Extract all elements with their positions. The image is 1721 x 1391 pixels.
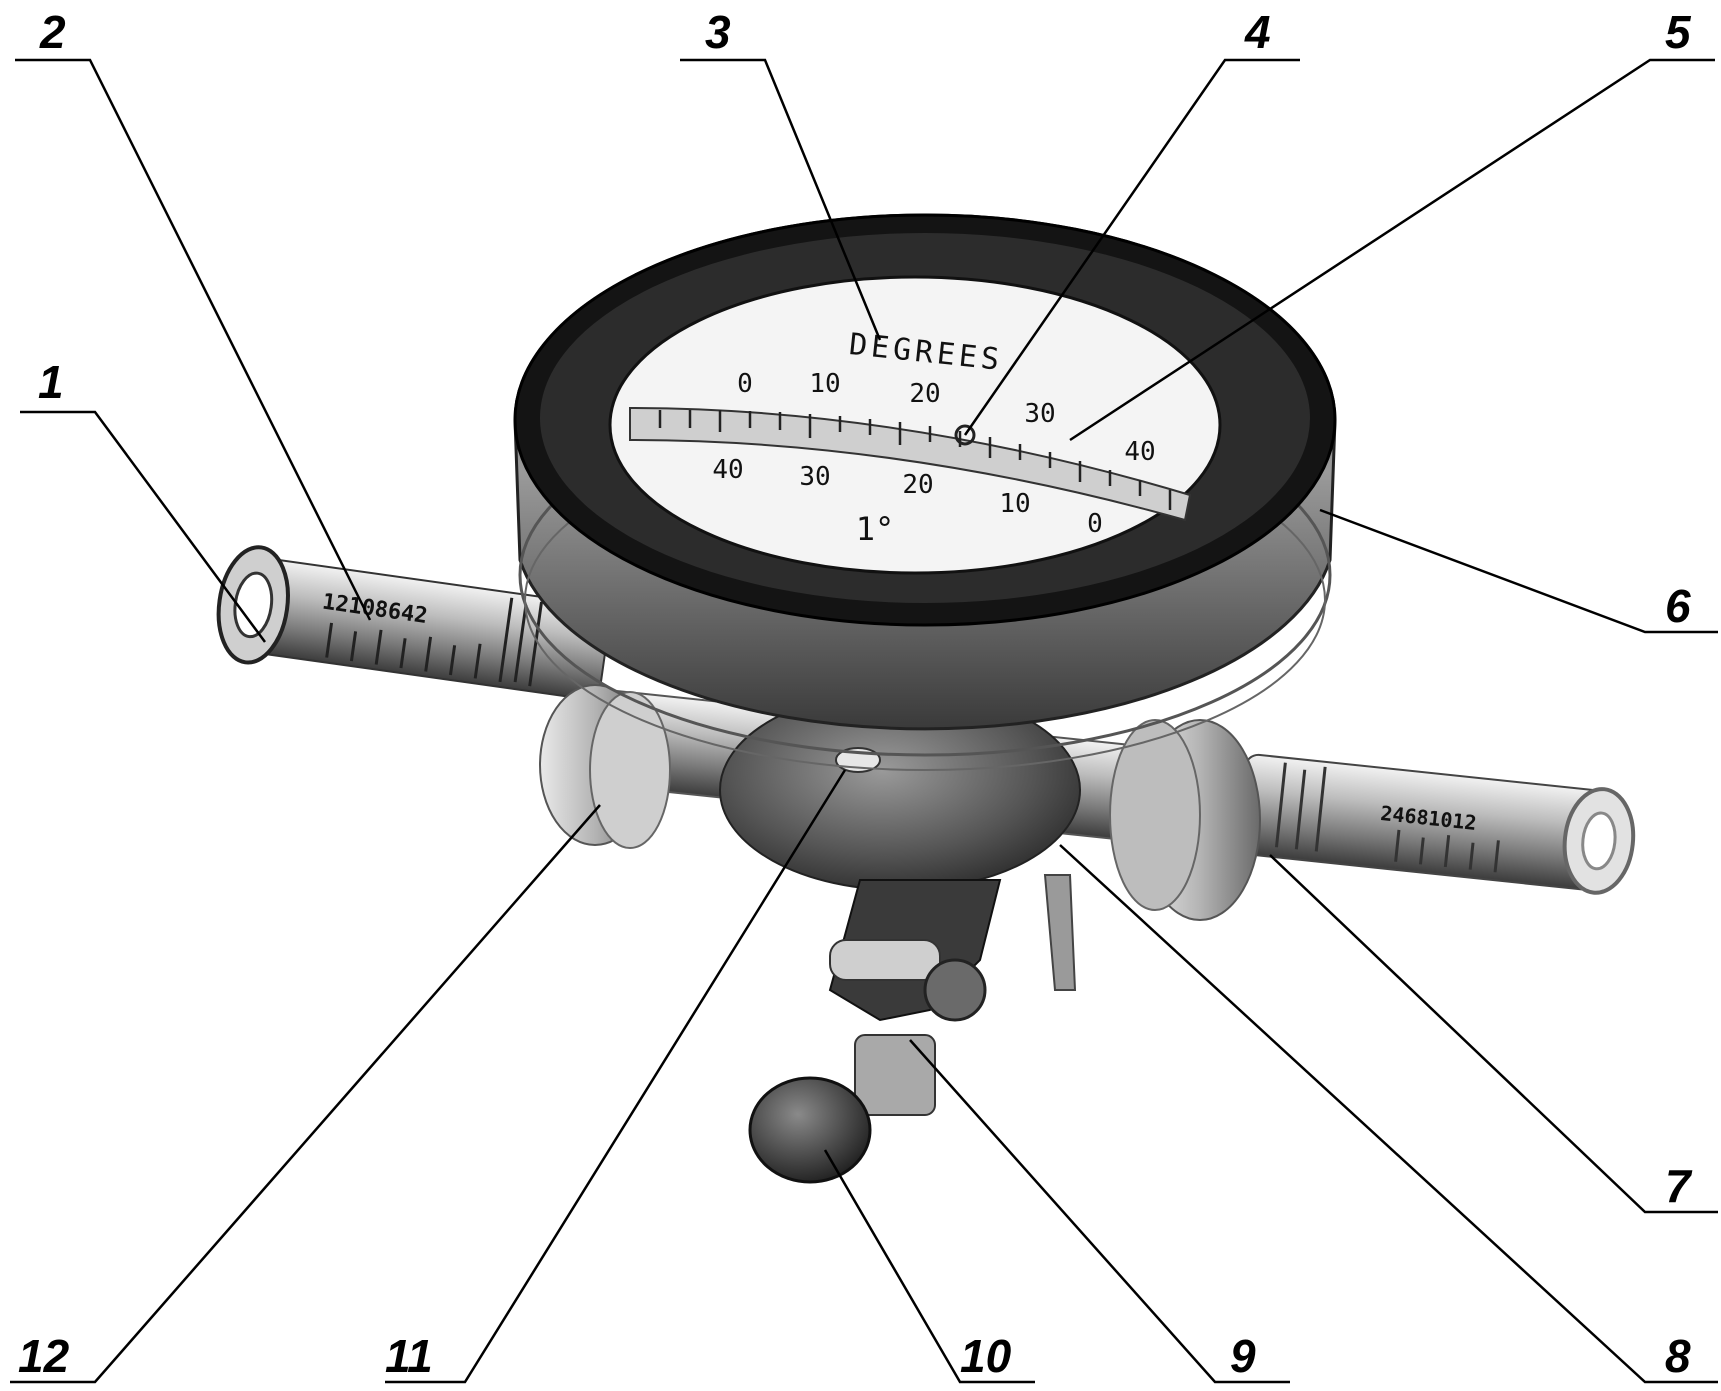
dial-scale-ticks bbox=[658, 410, 1172, 510]
callout-number-8: 8 bbox=[1665, 1330, 1691, 1382]
callout-number-10: 10 bbox=[960, 1330, 1012, 1382]
upper-scale-label: 40 bbox=[1124, 437, 1155, 467]
leader-line-1 bbox=[20, 410, 267, 643]
leader-lines bbox=[10, 58, 1718, 1384]
callout-number-6: 6 bbox=[1665, 580, 1691, 632]
leader-line-7 bbox=[1269, 854, 1718, 1214]
callout-number-7: 7 bbox=[1665, 1160, 1693, 1212]
callout-number-2: 2 bbox=[39, 6, 66, 58]
leader-line-12 bbox=[10, 804, 601, 1384]
callout-number-3: 3 bbox=[705, 6, 731, 58]
callout-labels: 1 2 3 4 5 6 7 8 9 10 11 12 bbox=[18, 6, 1693, 1382]
callout-number-1: 1 bbox=[38, 356, 64, 408]
lower-scale-label: 30 bbox=[799, 462, 830, 492]
callout-number-11: 11 bbox=[385, 1330, 433, 1382]
left-tube-graduations bbox=[325, 597, 543, 687]
leader-line-9 bbox=[909, 1039, 1290, 1384]
left-tube: 12108642 bbox=[216, 545, 611, 701]
right-tube-graduations bbox=[1274, 762, 1500, 873]
leader-line-10 bbox=[823, 1149, 1035, 1384]
upper-scale-label: 20 bbox=[909, 379, 940, 409]
callout-number-12: 12 bbox=[18, 1330, 70, 1382]
leader-line-5 bbox=[1069, 58, 1715, 442]
upper-scale-label: 30 bbox=[1024, 399, 1055, 429]
dial-index-mark bbox=[954, 424, 976, 446]
leader-line-6 bbox=[1319, 508, 1718, 634]
index-blade bbox=[1043, 874, 1077, 991]
dial-face bbox=[608, 275, 1222, 575]
callout-number-9: 9 bbox=[1230, 1330, 1256, 1382]
leader-line-4 bbox=[963, 58, 1300, 436]
lower-scale-label: 20 bbox=[902, 470, 933, 500]
clamp-bracket bbox=[828, 879, 1002, 1116]
lower-scale-label: 0 bbox=[1087, 509, 1103, 539]
leader-line-3 bbox=[680, 58, 882, 341]
leader-line-11 bbox=[385, 769, 847, 1384]
callout-number-4: 4 bbox=[1244, 6, 1271, 58]
lower-scale-label: 40 bbox=[712, 455, 743, 485]
locking-knob bbox=[748, 1076, 872, 1184]
instrument: 12108642 24681012 bbox=[216, 213, 1636, 1184]
left-collar bbox=[539, 684, 671, 849]
upper-scale-label: 0 bbox=[737, 369, 753, 399]
callout-number-5: 5 bbox=[1665, 6, 1692, 58]
dial-unit-mark: 1° bbox=[856, 510, 895, 548]
dial-scale-band bbox=[629, 406, 1192, 522]
upper-scale-label: 10 bbox=[809, 369, 840, 399]
right-tube: 24681012 bbox=[1236, 753, 1636, 895]
dial-lower-scale: 40 30 20 10 0 bbox=[712, 455, 1102, 539]
leader-line-2 bbox=[15, 58, 372, 621]
leader-line-8 bbox=[1059, 844, 1718, 1384]
dial-upper-scale: 0 10 20 30 40 bbox=[737, 369, 1155, 467]
right-collar bbox=[1109, 719, 1261, 921]
lower-scale-label: 10 bbox=[999, 489, 1030, 519]
